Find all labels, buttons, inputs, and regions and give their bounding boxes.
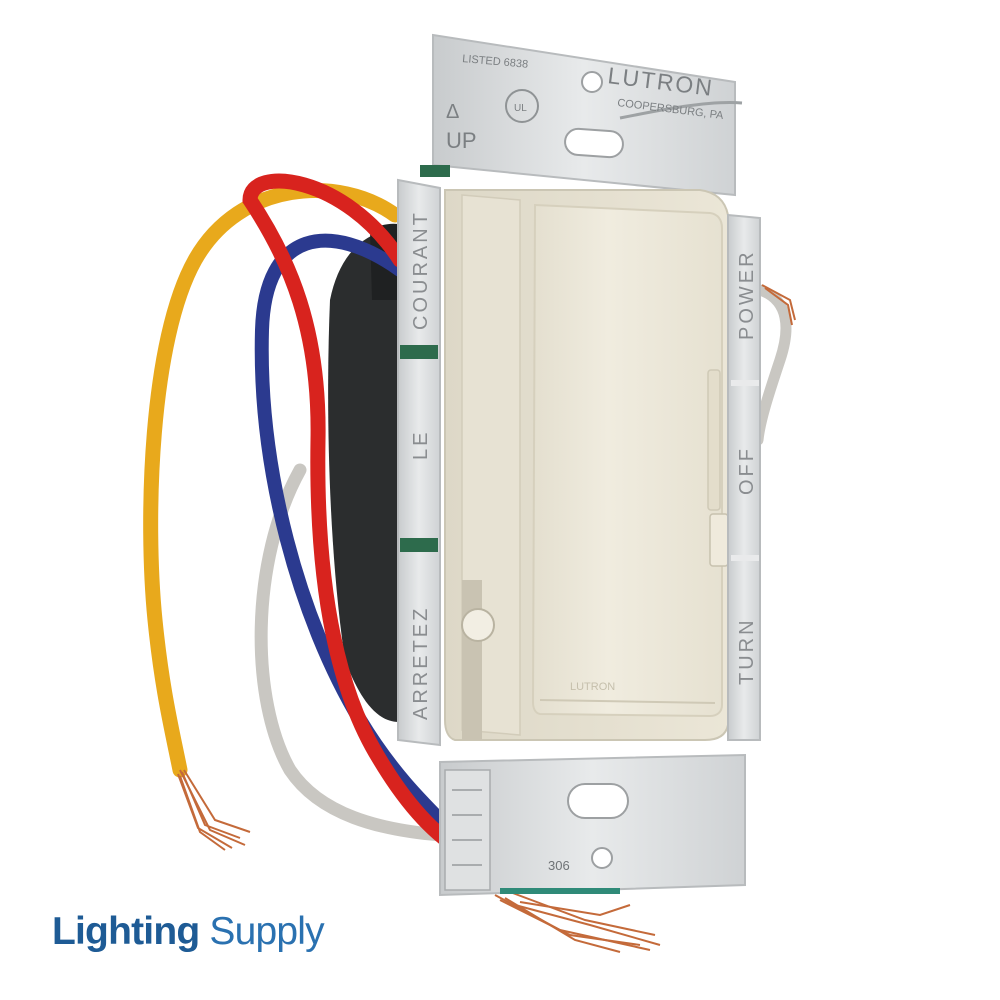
bottom-mounting-strap <box>439 753 746 897</box>
top-screw-hole <box>581 71 603 93</box>
left-label-le: LE <box>410 430 432 460</box>
trim-adjust-wheel <box>461 608 495 642</box>
top-screw-slot <box>564 127 624 159</box>
gray-wire <box>254 284 792 842</box>
brand-word-lighting: Lighting <box>52 910 200 953</box>
left-label-arretez: ARRETEZ <box>410 606 432 720</box>
green-tab <box>420 165 450 177</box>
right-label-power: POWER <box>736 249 758 340</box>
strap-code: 306 <box>548 858 570 873</box>
strip-notch <box>731 380 759 386</box>
dimmer-slider-handle[interactable] <box>709 513 729 567</box>
left-adapter-strip <box>397 165 450 747</box>
ul-text: UL <box>514 103 527 114</box>
breakoff-tab <box>444 769 491 891</box>
green-bottom-tab <box>500 888 620 894</box>
yellow-wire <box>143 183 403 778</box>
up-arrow-icon: Δ <box>446 101 459 123</box>
ground-wire <box>619 101 743 120</box>
left-label-courant: COURANT <box>410 210 432 330</box>
yellow-wire-copper-end <box>177 769 251 851</box>
right-label-turn: TURN <box>736 617 758 685</box>
red-wire <box>242 173 478 863</box>
rocker-paddle[interactable] <box>531 203 723 718</box>
rocker-bottom-edge <box>539 699 716 704</box>
dimmer-housing <box>328 229 410 722</box>
bottom-screw-hole <box>591 847 613 869</box>
brand-logo: Lighting Supply <box>52 910 325 953</box>
strip-notch <box>731 555 759 561</box>
bottom-screw-slot <box>567 783 629 819</box>
ul-mark <box>505 89 539 123</box>
gray-wire-copper-end <box>761 284 796 326</box>
right-adapter-strip <box>727 213 761 741</box>
listing-text: LISTED 6838 <box>462 53 529 71</box>
up-text: UP <box>446 128 477 153</box>
right-label-off: OFF <box>736 446 758 495</box>
frame-bottom-edge <box>462 580 482 740</box>
green-tab <box>400 345 438 359</box>
rocker-logo: LUTRON <box>570 681 615 693</box>
dimmer-slider-track <box>707 369 721 511</box>
breakoff-lines <box>452 789 482 866</box>
bottom-copper-ends <box>494 891 661 953</box>
brand-word-supply: Supply <box>209 910 324 953</box>
green-tab <box>400 538 438 552</box>
top-mounting-strap <box>432 33 743 197</box>
